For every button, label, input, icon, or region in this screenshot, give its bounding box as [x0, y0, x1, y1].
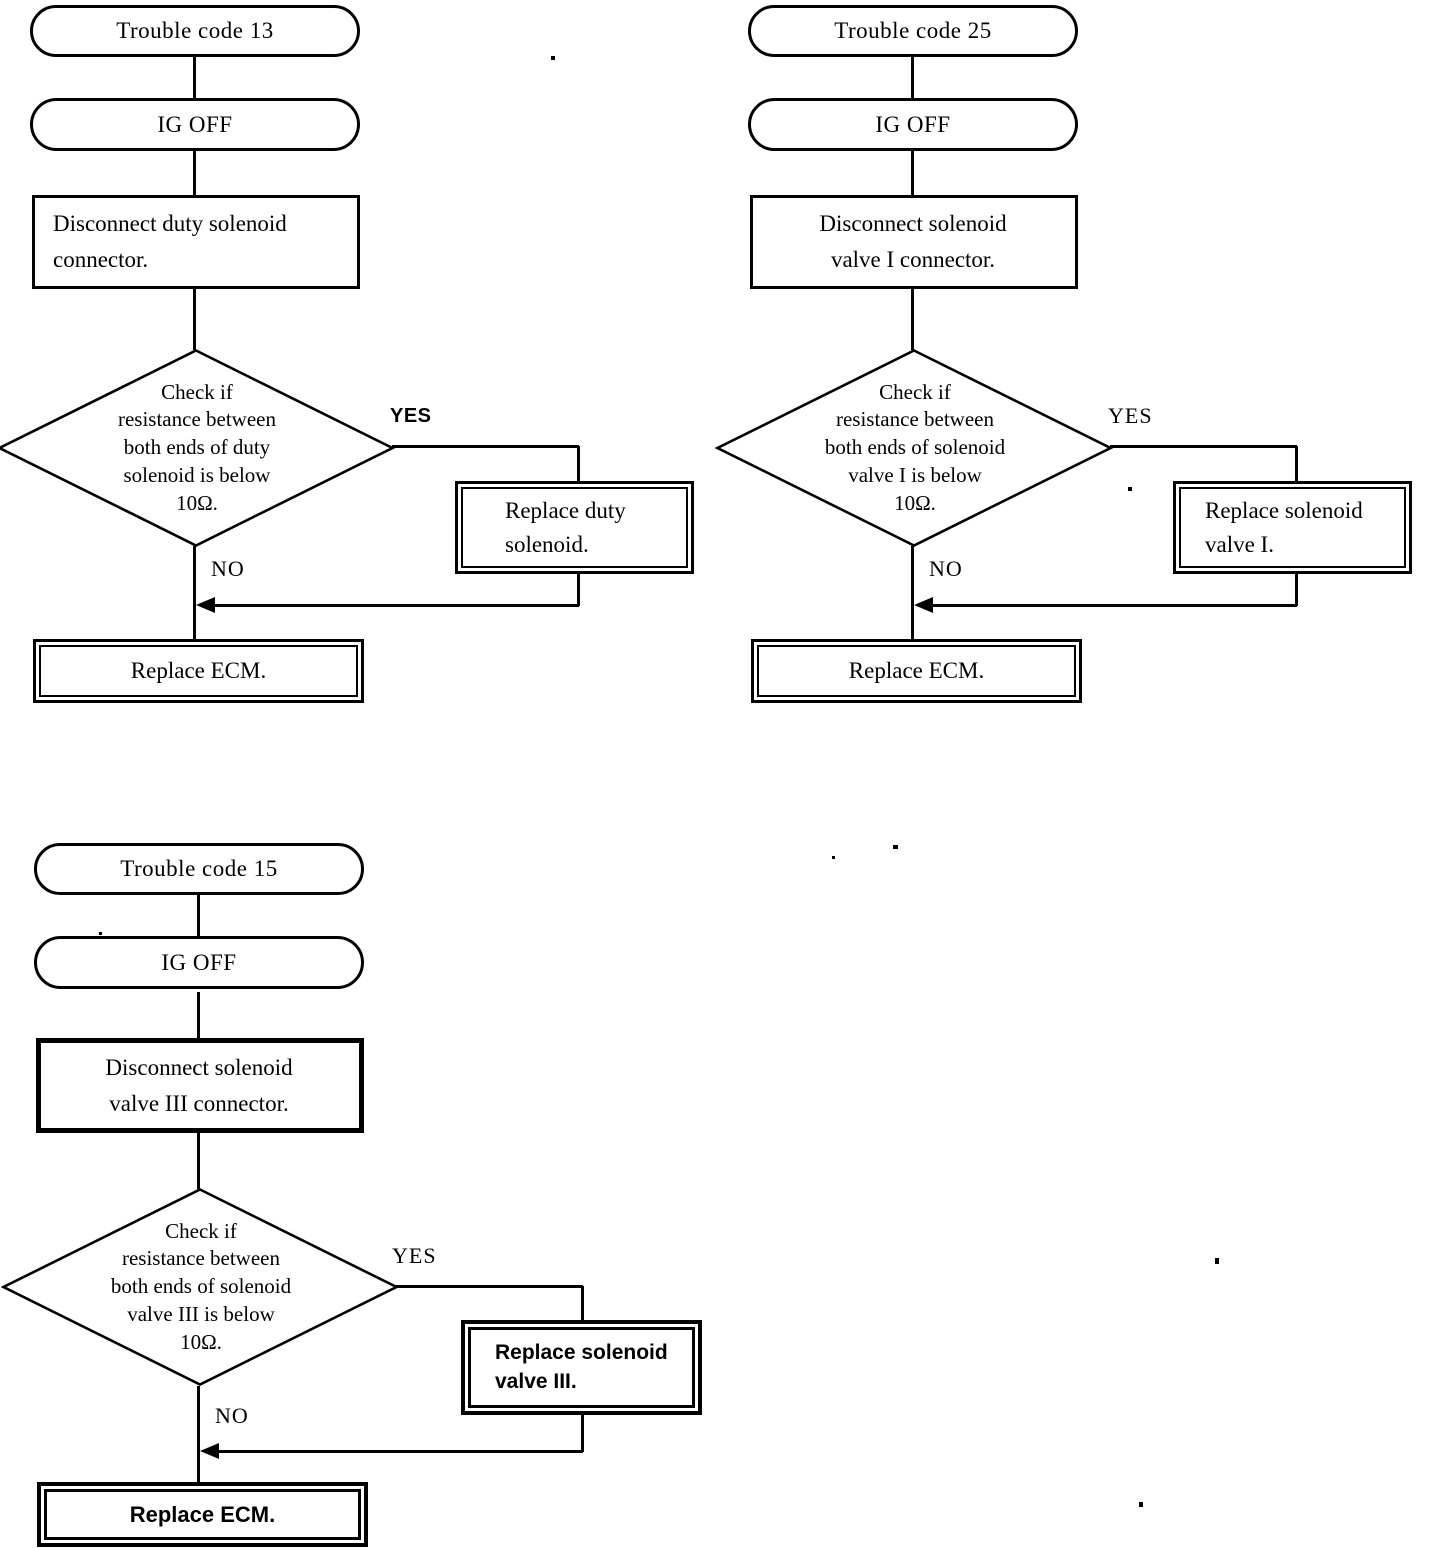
yes-action-label: Replace solenoid valve III. — [468, 1327, 695, 1408]
scan-speck — [1139, 1502, 1143, 1507]
yes-action-box: Replace duty solenoid. — [455, 481, 694, 574]
process-step: Disconnect duty solenoid connector. — [32, 195, 360, 289]
yes-branch-line — [1110, 445, 1297, 448]
yes-branch-line — [577, 446, 580, 482]
start-label: Trouble code 25 — [834, 18, 992, 43]
arrowhead-left-icon — [914, 597, 933, 613]
connector-line — [193, 288, 196, 350]
ecm-action-box: Replace ECM. — [33, 639, 364, 703]
yes-branch-label: YES — [392, 1243, 437, 1268]
yes-branch-line — [396, 1285, 583, 1288]
yes-action-label: Replace duty solenoid. — [461, 487, 688, 568]
process-step: Disconnect solenoid valve I connector. — [750, 195, 1078, 289]
scan-speck — [893, 845, 898, 849]
yes-action-label: Replace solenoid valve I. — [1179, 487, 1406, 568]
yes-branch-line — [1295, 446, 1298, 482]
ig-off-label: IG OFF — [157, 111, 233, 137]
ecm-action-label: Replace ECM. — [44, 1489, 361, 1540]
no-branch-label: NO — [929, 556, 963, 581]
scan-speck — [1128, 487, 1132, 491]
ecm-action-box: Replace ECM. — [37, 1482, 368, 1547]
connector-line — [911, 56, 914, 99]
return-line — [210, 604, 579, 607]
yes-branch-line — [392, 445, 579, 448]
connector-line — [197, 992, 200, 1039]
no-branch-line — [197, 1386, 200, 1484]
ig-off-terminal: IG OFF — [748, 98, 1078, 151]
ecm-action-label: Replace ECM. — [757, 645, 1076, 697]
decision-text: Check if resistance between both ends of… — [117, 379, 276, 515]
start-label: Trouble code 15 — [120, 856, 278, 881]
start-terminal: Trouble code 15 — [34, 843, 364, 895]
decision-text: Check if resistance between both ends of… — [110, 1218, 292, 1354]
connector-line — [193, 150, 196, 196]
connector-line — [911, 150, 914, 196]
no-branch-line — [193, 546, 196, 640]
connector-line — [193, 56, 196, 99]
start-terminal: Trouble code 25 — [748, 5, 1078, 57]
no-branch-line — [911, 546, 914, 640]
decision-diamond — [1, 1188, 399, 1386]
flowchart-trouble-code-13: Trouble code 13 IG OFF Disconnect duty s… — [0, 0, 736, 710]
no-branch-label: NO — [211, 556, 245, 581]
yes-branch-label: YES — [390, 405, 432, 427]
ecm-action-label: Replace ECM. — [39, 645, 358, 697]
decision-text: Check if resistance between both ends of… — [824, 379, 1006, 515]
scan-speck — [551, 56, 555, 60]
flowchart-trouble-code-25: Trouble code 25 IG OFF Disconnect soleno… — [715, 0, 1454, 710]
ig-off-terminal: IG OFF — [34, 936, 364, 989]
no-branch-label: NO — [215, 1403, 249, 1428]
yes-action-box: Replace solenoid valve I. — [1173, 481, 1412, 574]
connector-line — [197, 894, 200, 941]
flowchart-trouble-code-15: Trouble code 15 IG OFF Disconnect soleno… — [1, 838, 740, 1548]
arrowhead-left-icon — [196, 597, 215, 613]
yes-branch-label: YES — [1108, 403, 1153, 428]
start-label: Trouble code 13 — [116, 18, 274, 43]
process-step: Disconnect solenoid valve III connector. — [36, 1038, 364, 1133]
scan-speck — [1215, 1258, 1219, 1264]
connector-line — [197, 1132, 200, 1189]
return-line — [1295, 573, 1298, 606]
yes-action-box: Replace solenoid valve III. — [461, 1320, 702, 1415]
yes-branch-line — [581, 1286, 584, 1321]
ecm-action-box: Replace ECM. — [751, 639, 1082, 703]
start-terminal: Trouble code 13 — [30, 5, 360, 57]
arrowhead-left-icon — [200, 1443, 219, 1459]
ig-off-label: IG OFF — [161, 949, 237, 975]
decision-diamond — [715, 349, 1113, 547]
ig-off-terminal: IG OFF — [30, 98, 360, 151]
scan-speck — [99, 932, 102, 935]
return-line — [577, 573, 580, 606]
decision-diamond — [0, 349, 395, 547]
connector-line — [911, 288, 914, 350]
return-line — [928, 604, 1297, 607]
return-line — [581, 1413, 584, 1452]
ig-off-label: IG OFF — [875, 111, 951, 137]
return-line — [214, 1450, 583, 1453]
scan-speck — [832, 856, 835, 859]
